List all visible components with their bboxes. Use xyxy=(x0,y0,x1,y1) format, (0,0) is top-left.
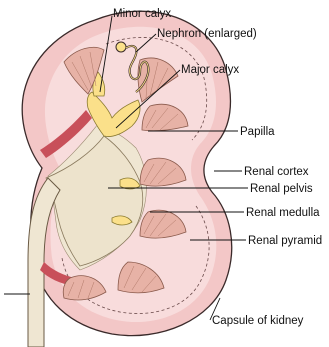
label-major-calyx: Major calyx xyxy=(181,64,239,76)
label-minor-calyx: Minor calyx xyxy=(113,8,171,20)
label-renal-medulla: Renal medulla xyxy=(246,207,320,219)
label-renal-pelvis: Renal pelvis xyxy=(250,183,313,195)
label-nephron: Nephron (enlarged) xyxy=(157,28,257,40)
label-capsule: Capsule of kidney xyxy=(212,315,304,327)
label-renal-pyramid: Renal pyramid xyxy=(248,235,322,247)
label-papilla: Papilla xyxy=(240,126,275,138)
label-renal-cortex: Renal cortex xyxy=(244,166,309,178)
